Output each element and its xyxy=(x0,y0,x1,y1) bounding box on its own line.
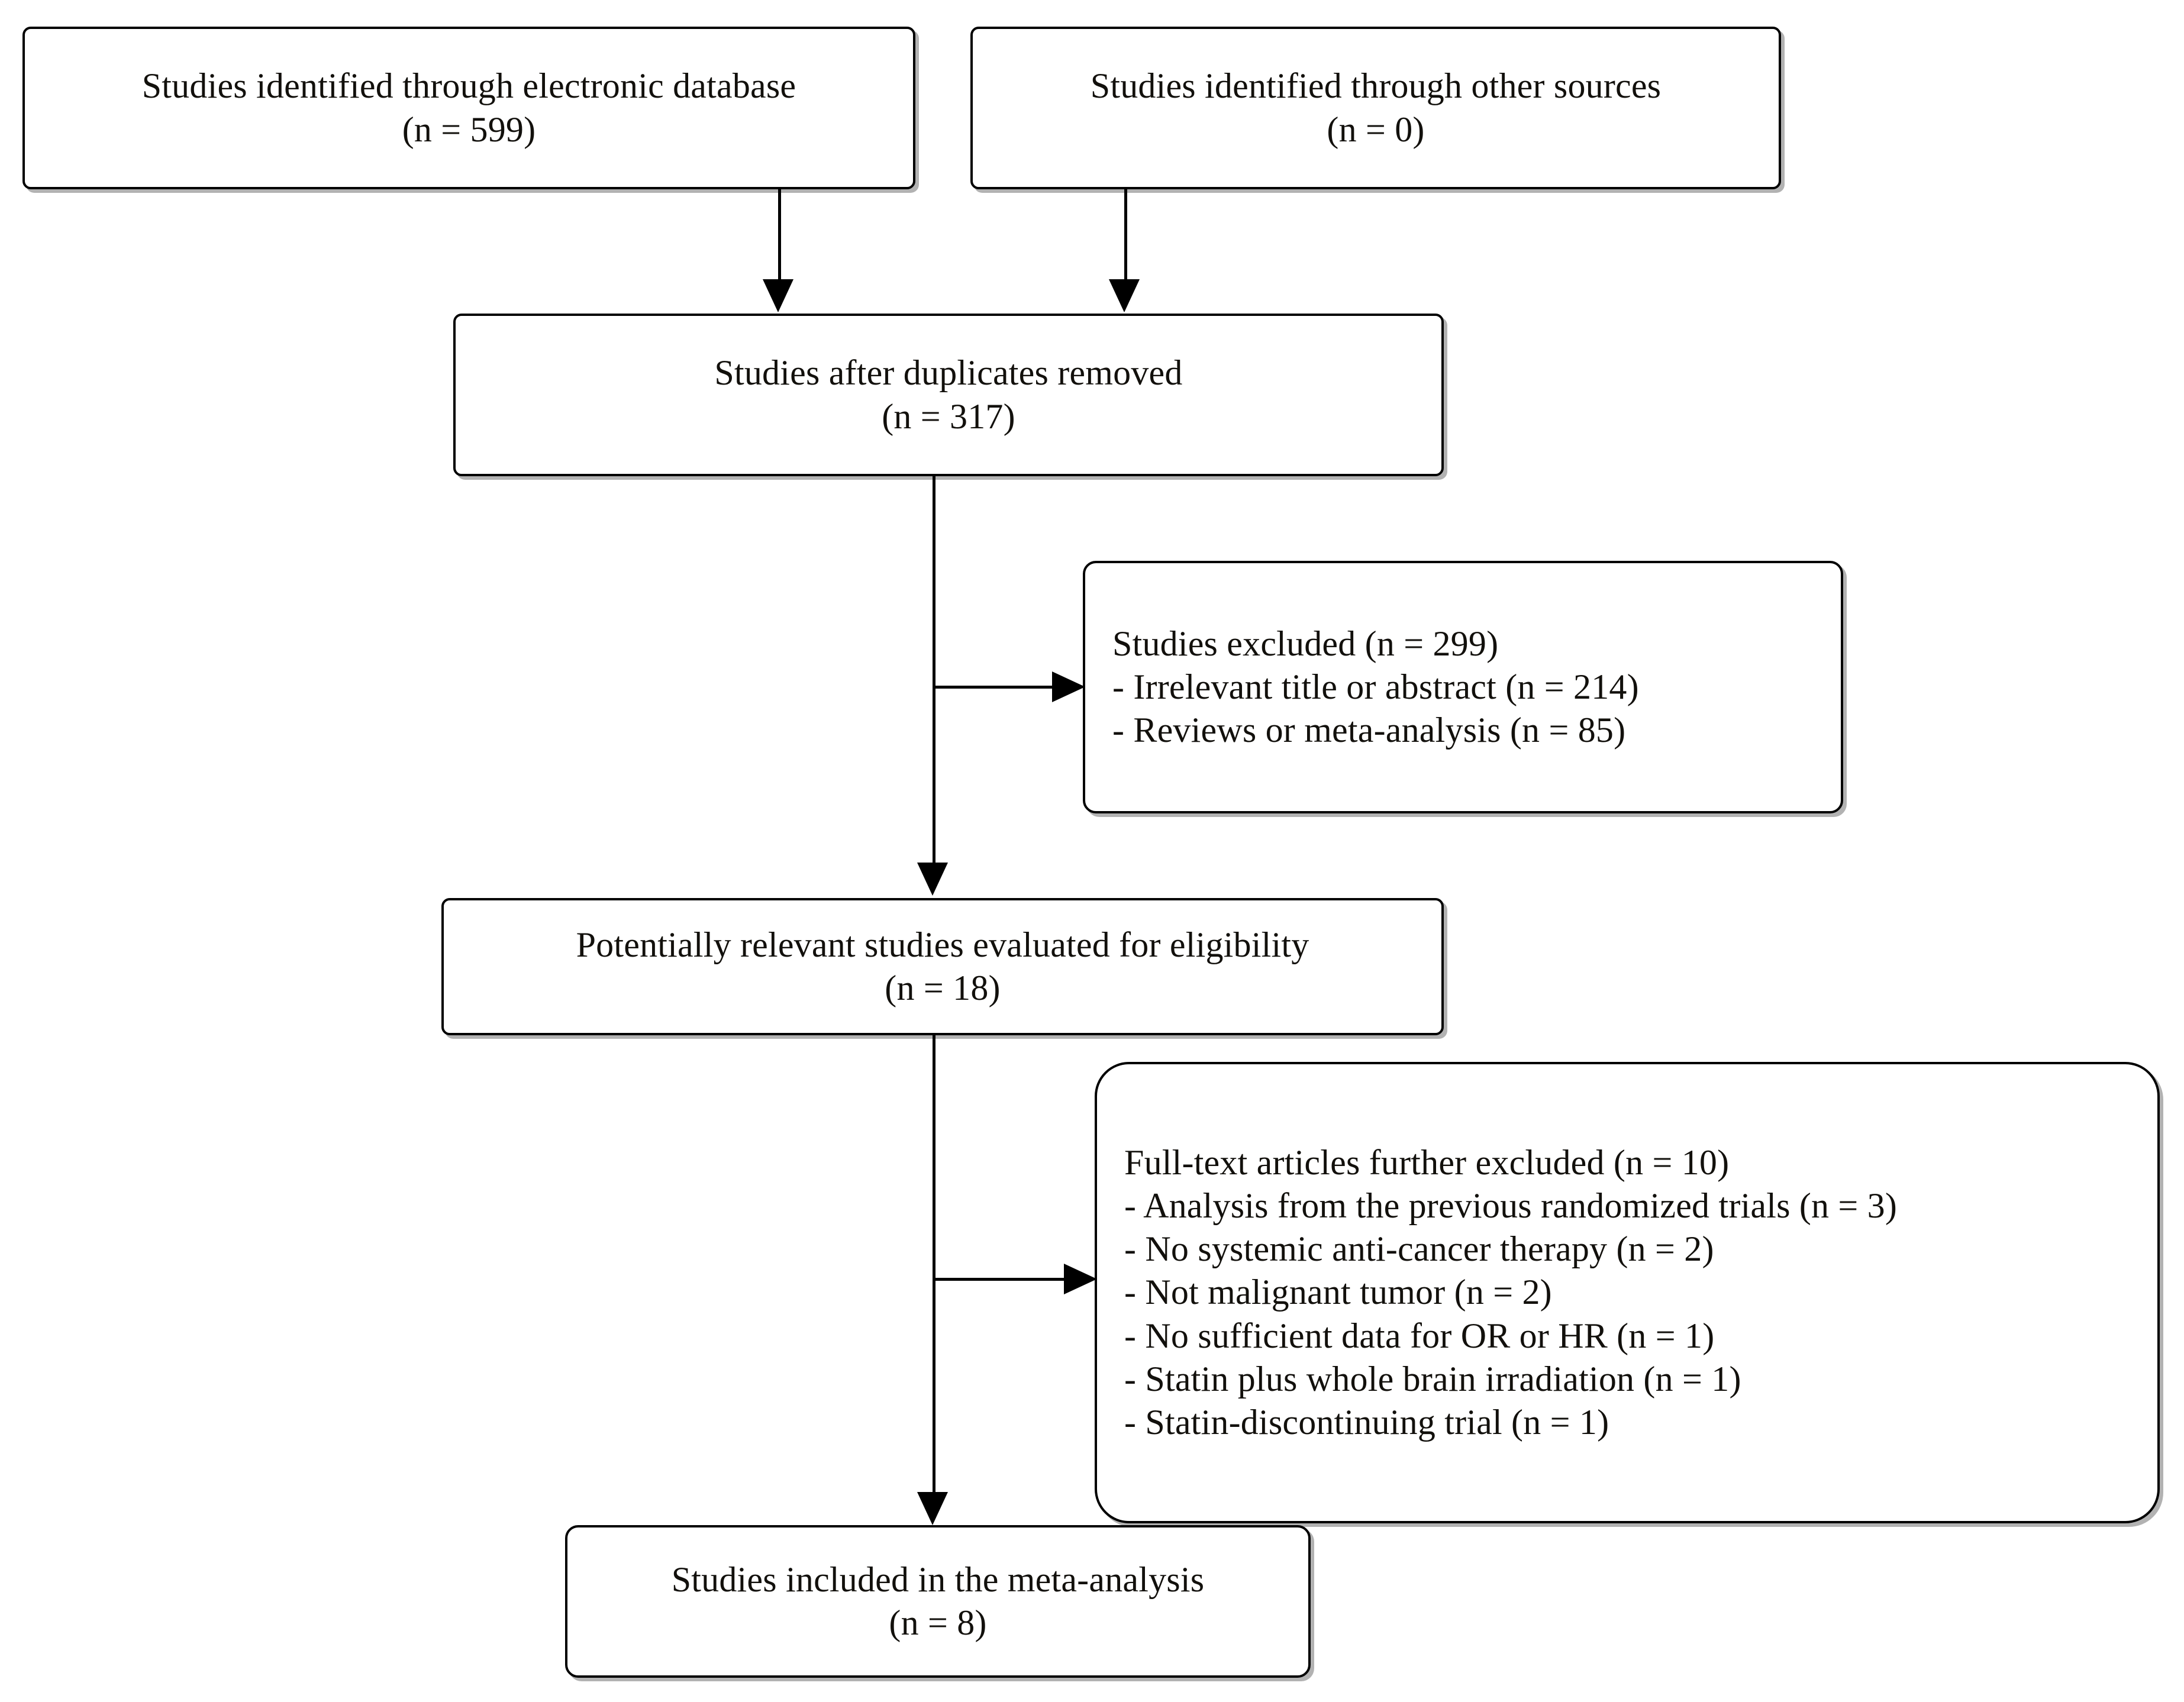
connector-other-to-duplicates-line xyxy=(1124,189,1127,282)
node-line-reason: - Analysis from the previous randomized … xyxy=(1124,1186,1898,1226)
node-studies-after-duplicates-removed: Studies after duplicates removed (n = 31… xyxy=(453,314,1444,476)
connector-database-to-duplicates-line xyxy=(778,189,781,282)
node-line-reason: - Reviews or meta-analysis (n = 85) xyxy=(1112,710,1626,750)
connector-to-fulltext-excluded-line xyxy=(933,1278,1066,1281)
node-line: Studies after duplicates removed xyxy=(714,353,1183,393)
node-line: Studies identified through electronic da… xyxy=(141,66,796,106)
connector-to-fulltext-excluded-arrow-icon xyxy=(1064,1264,1097,1294)
node-potentially-relevant-studies: Potentially relevant studies evaluated f… xyxy=(441,898,1444,1035)
node-line: Studies included in the meta-analysis xyxy=(671,1559,1205,1599)
node-studies-identified-other-sources: Studies identified through other sources… xyxy=(970,27,1781,189)
connector-to-studies-excluded-line xyxy=(933,686,1054,689)
node-line-reason: - Not malignant tumor (n = 2) xyxy=(1124,1273,1552,1312)
connector-duplicates-to-eligibility-line xyxy=(933,476,935,863)
node-studies-identified-database: Studies identified through electronic da… xyxy=(22,27,915,189)
connector-eligibility-to-included-arrow-icon xyxy=(917,1492,948,1525)
connector-eligibility-to-included-line xyxy=(933,1035,935,1492)
node-line-reason: - No sufficient data for OR or HR (n = 1… xyxy=(1124,1316,1715,1355)
node-line-count: (n = 599) xyxy=(402,109,536,149)
node-line: Potentially relevant studies evaluated f… xyxy=(576,925,1309,964)
node-fulltext-articles-excluded: Full-text articles further excluded (n =… xyxy=(1095,1062,2160,1523)
node-line-count: (n = 8) xyxy=(889,1603,987,1642)
node-line-count: (n = 0) xyxy=(1327,109,1425,149)
node-studies-included-meta-analysis: Studies included in the meta-analysis (n… xyxy=(565,1525,1311,1678)
node-line-reason: - Statin-discontinuing trial (n = 1) xyxy=(1124,1402,1609,1442)
node-line-count: (n = 18) xyxy=(885,968,1001,1007)
connector-database-to-duplicates-arrow-icon xyxy=(763,279,793,312)
node-studies-excluded: Studies excluded (n = 299) - Irrelevant … xyxy=(1083,561,1843,813)
node-line-reason: - Statin plus whole brain irradiation (n… xyxy=(1124,1359,1741,1399)
connector-other-to-duplicates-arrow-icon xyxy=(1109,279,1140,312)
node-line-reason: - Irrelevant title or abstract (n = 214) xyxy=(1112,667,1639,706)
node-line-heading: Full-text articles further excluded (n =… xyxy=(1124,1142,1730,1182)
node-line-heading: Studies excluded (n = 299) xyxy=(1112,624,1499,663)
node-line: Studies identified through other sources xyxy=(1090,66,1662,106)
connector-duplicates-to-eligibility-arrow-icon xyxy=(917,863,948,896)
node-line-count: (n = 317) xyxy=(882,396,1015,436)
node-line-reason: - No systemic anti-cancer therapy (n = 2… xyxy=(1124,1229,1714,1269)
connector-to-studies-excluded-arrow-icon xyxy=(1052,671,1085,702)
